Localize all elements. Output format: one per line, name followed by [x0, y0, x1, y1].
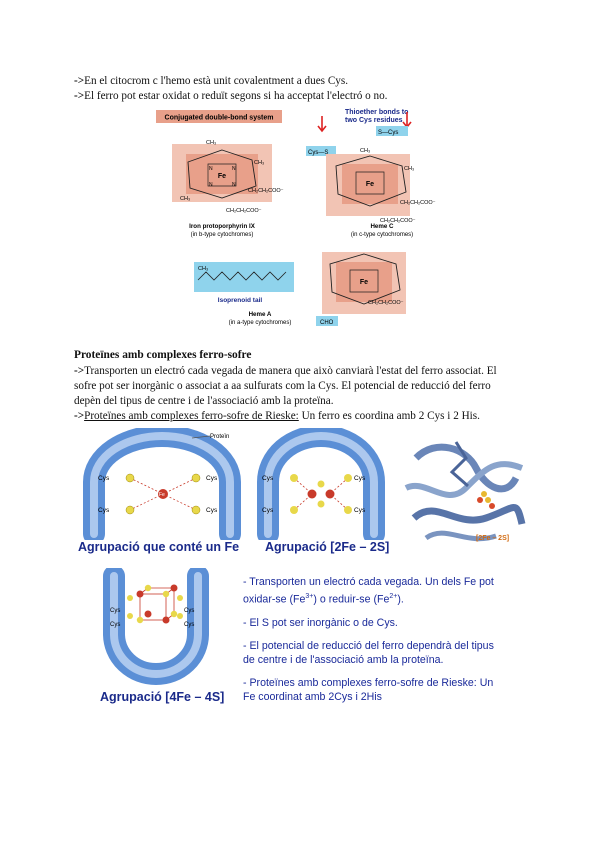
section-p1-line3: depèn del tipus de centre i de l'associa… — [74, 395, 334, 407]
note-4: - Proteïnes amb complexes ferro-sofre de… — [243, 677, 533, 704]
thioether-label-1: Thioether bonds to — [345, 109, 408, 116]
cys-label: Cys — [110, 608, 120, 614]
heme-b-structure: Fe N N N N CH₃ CH₃ CH₃ CH₂CH₂COO⁻ CH₂CH₂… — [172, 140, 284, 214]
single-fe-cluster-diagram: Proteïn Fe Cys Cys Cys Cys — [83, 428, 241, 540]
4fe-4s-cluster-diagram: Cys Cys Cys Cys — [103, 568, 209, 685]
arrow-marker: -> — [74, 365, 85, 377]
caption-2fe-2s: Agrupació [2Fe – 2S] — [265, 540, 390, 554]
arrow-marker: -> — [74, 75, 85, 87]
fe-atom-label: Fe — [366, 181, 374, 188]
conjugated-label: Conjugated double-bond system — [165, 115, 274, 122]
note-1-part-c: ) o reduir-se (Fe — [313, 593, 390, 606]
cys-s-label: S—Cys — [378, 130, 398, 136]
heme-b-name: Iron protoporphyrin IX — [189, 223, 256, 230]
cys-label: Cys — [354, 507, 366, 514]
heme-c-structure: S—Cys Cys—S Fe CH₃ CH₃ CH₂CH₂COO⁻ CH₂CH₂… — [306, 126, 436, 224]
heme-a-name: Heme A — [249, 311, 272, 318]
note-1-sup-1: 3+ — [305, 592, 314, 600]
cys-label: Cys — [184, 622, 194, 628]
note-2: - El S pot ser inorgànic o de Cys. — [243, 616, 398, 629]
propionate-group: CH₂CH₂COO⁻ — [368, 300, 404, 306]
fe-atom-label: Fe — [360, 279, 368, 286]
propionate-group: CH₂CH₂COO⁻ — [400, 200, 436, 206]
intro-text-2: El ferro pot estar oxidat o reduït segon… — [84, 90, 388, 102]
fe-atom-label: Fe — [218, 173, 226, 180]
cys-s-label: Cys—S — [308, 150, 328, 156]
n-atom: N — [232, 166, 236, 172]
note-1-part-b: oxidar-se (Fe — [243, 593, 306, 606]
heme-b-sub: (in b-type cytochromes) — [191, 232, 254, 238]
section-p1-text: Transporten un electró cada vegada de ma… — [84, 365, 497, 377]
note-3: - El potencial de reducció del ferro dep… — [243, 640, 533, 667]
caption-4fe-4s: Agrupació [4Fe – 4S] — [100, 690, 225, 704]
propionate-group: CH₂CH₂COO⁻ — [380, 218, 416, 224]
rieske-ribbon-structure: [2Fe – 2S] — [396, 428, 532, 556]
ch3-group: CH₃ — [206, 140, 216, 146]
cys-label: Cys — [354, 475, 366, 482]
heme-c-sub: (in c-type cytochromes) — [351, 232, 413, 238]
section-p2-line: ->Proteïnes amb complexes ferro-sofre de… — [74, 409, 480, 423]
2fe-2s-cluster-diagram: Cys Cys Cys Cys — [257, 428, 385, 540]
ribbon-2fe-2s-label: [2Fe – 2S] — [476, 535, 509, 542]
n-atom: N — [209, 182, 213, 188]
intro-line-2: ->El ferro pot estar oxidat o reduït seg… — [74, 89, 387, 103]
thioether-label-2: two Cys residues — [345, 117, 403, 124]
note-1-part-d: ). — [397, 593, 404, 606]
cys-label: Cys — [98, 507, 110, 514]
cho-label: CHO — [320, 320, 334, 326]
rieske-rest: Un ferro es coordina amb 2 Cys i 2 His. — [298, 410, 480, 422]
n-atom: N — [232, 182, 236, 188]
rieske-underlined: Proteïnes amb complexes ferro-sofre de R… — [84, 410, 299, 422]
ch3-group: CH₃ — [180, 196, 190, 202]
ch3-group: CH₃ — [404, 166, 414, 172]
heme-structures-figure: Conjugated double-bond system Thioether … — [156, 109, 436, 326]
note-4-part-b: Fe coordinat amb 2Cys i 2His — [243, 690, 382, 703]
notes-block: - Transporten un electró cada vegada. Un… — [243, 576, 533, 714]
caption-single-fe: Agrupació que conté un Fe — [78, 540, 240, 554]
propionate-group: CH₂CH₂COO⁻ — [226, 208, 262, 214]
heme-a-structure: CH₃ Fe CHO CH₂CH₂COO⁻ — [194, 252, 406, 326]
arrow-down-icon — [317, 116, 327, 133]
cys-label: Cys — [110, 622, 120, 628]
note-3-part-a: - El potencial de reducció del ferro dep… — [243, 640, 494, 653]
n-atom: N — [209, 166, 213, 172]
cys-label: Cys — [98, 475, 110, 482]
heme-a-sub: (in a-type cytochromes) — [229, 320, 292, 326]
note-1-part-a: - Transporten un electró cada vegada. Un… — [243, 576, 494, 588]
ch3-group: CH₃ — [254, 160, 264, 166]
ch3-group: CH₃ — [360, 148, 370, 154]
isoprenoid-label: Isoprenoid tail — [218, 297, 263, 304]
protein-label: Proteïn — [210, 434, 229, 440]
heme-c-name: Heme C — [370, 223, 394, 230]
note-3-part-b: de centre i de l'associació amb la prote… — [243, 653, 444, 666]
fe-atom: Fe — [159, 492, 165, 498]
section-heading: Proteïnes amb complexes ferro-sofre — [74, 349, 252, 361]
cys-label: Cys — [206, 475, 218, 482]
section-p1-line1: ->Transporten un electró cada vegada de … — [74, 364, 497, 378]
cys-label: Cys — [184, 608, 194, 614]
note-1: - Transporten un electró cada vegada. Un… — [243, 576, 533, 607]
note-4-part-a: - Proteïnes amb complexes ferro-sofre de… — [243, 677, 494, 690]
note-1-sup-2: 2+ — [389, 592, 398, 600]
cys-label: Cys — [262, 507, 274, 514]
propionate-group: CH₂CH₂COO⁻ — [248, 188, 284, 194]
conjugated-label-box — [156, 110, 282, 123]
ch3-group: CH₃ — [198, 266, 208, 272]
intro-line-1: ->En el citocrom c l'hemo està unit cova… — [74, 74, 348, 88]
arrow-marker: -> — [74, 410, 85, 422]
intro-text-1: En el citocrom c l'hemo està unit covale… — [84, 75, 349, 87]
cys-label: Cys — [206, 507, 218, 514]
arrow-marker: -> — [74, 90, 85, 102]
section-p1-line2: sofre pot ser inorgànic o associat a aa … — [74, 380, 491, 392]
cys-label: Cys — [262, 475, 274, 482]
